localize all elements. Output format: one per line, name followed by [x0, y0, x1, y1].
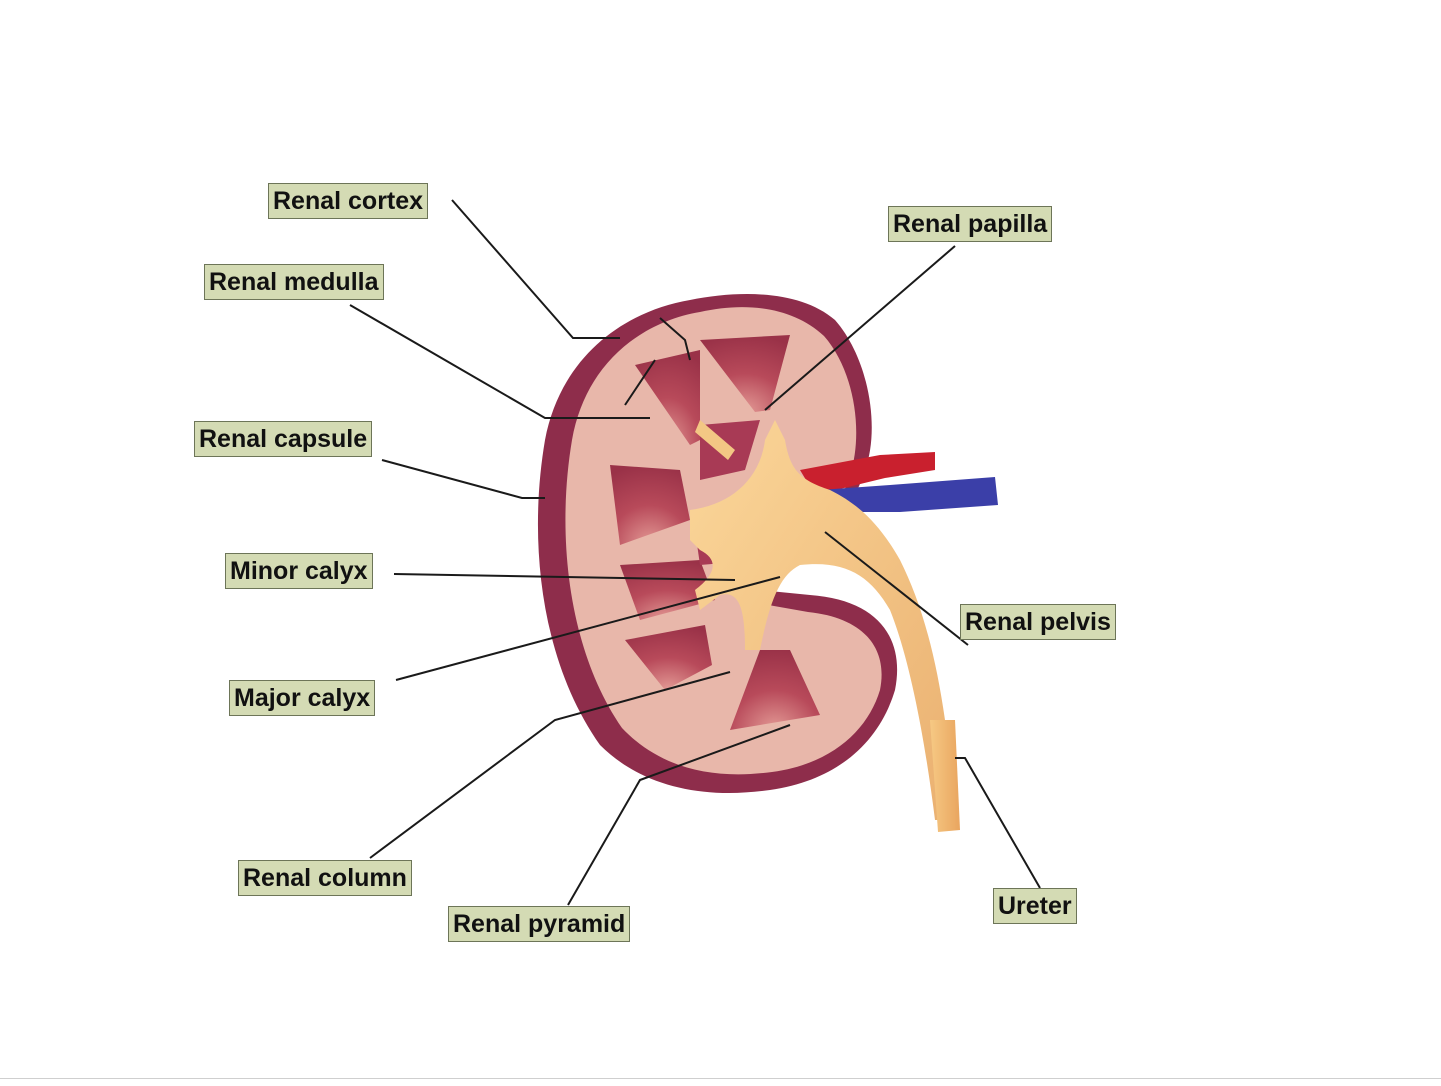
label-ureter: Ureter — [993, 888, 1077, 924]
label-renal-papilla: Renal papilla — [888, 206, 1052, 242]
label-major-calyx: Major calyx — [229, 680, 375, 716]
label-renal-pyramid: Renal pyramid — [448, 906, 630, 942]
label-renal-column: Renal column — [238, 860, 412, 896]
leader-renal-capsule — [382, 460, 545, 498]
leader-renal-cortex — [452, 200, 620, 338]
label-renal-capsule: Renal capsule — [194, 421, 372, 457]
label-minor-calyx: Minor calyx — [225, 553, 373, 589]
bottom-divider — [0, 1078, 1441, 1079]
label-renal-cortex: Renal cortex — [268, 183, 428, 219]
leader-ureter — [955, 758, 1040, 888]
label-renal-pelvis: Renal pelvis — [960, 604, 1116, 640]
label-renal-medulla: Renal medulla — [204, 264, 384, 300]
